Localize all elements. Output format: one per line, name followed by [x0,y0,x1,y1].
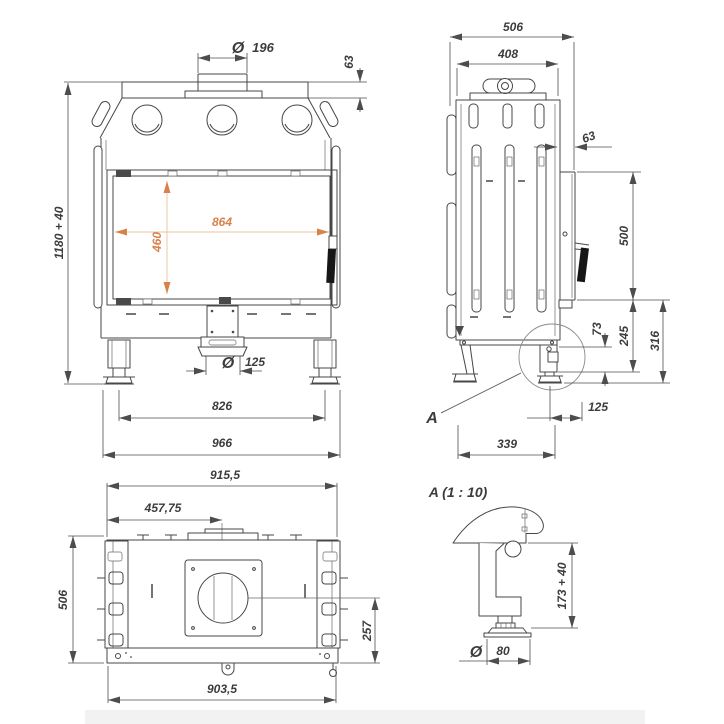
right-corner-vent [319,100,339,128]
door-gap: 63 [580,128,598,146]
overall-width: 966 [212,436,232,450]
base-diameter-symbol: Ø [470,644,483,661]
flue-pipe [184,73,263,98]
side-right-foot-bracket [537,344,563,384]
body-depth: 408 [497,47,518,61]
datum-arrow [455,326,464,336]
air-vent-circles [131,104,313,136]
base-width: 903,5 [207,682,237,696]
side-body [455,99,561,341]
lower-height: 245 [617,326,631,347]
front-view: Ø 196 63 [52,40,367,459]
detail-a-leader [440,372,522,414]
base-diameter-value: 80 [496,644,510,658]
page-edge-strip [85,710,645,724]
side-door-handle [576,247,589,283]
door-handle [326,235,338,284]
base-height: 316 [648,331,662,351]
detail-foot-bracket [478,543,522,617]
top-overall-depth: 506 [56,590,70,610]
bracket-height: 73 [590,322,604,336]
left-leg [103,339,135,385]
top-plate-height: 63 [342,55,356,69]
right-bracket-column [316,540,348,649]
detail-a-marker: A [425,410,438,427]
outlet-diameter-symbol: Ø [222,355,235,372]
flue-center-offset: 457,75 [144,501,182,515]
side-left-foot [452,344,478,383]
side-view: 506 408 [425,20,670,459]
lifting-eye [482,78,536,94]
air-outlet-box [197,305,248,357]
foot-offset: 125 [588,400,608,414]
detail-base-disc [483,632,532,638]
chain-ring [329,669,337,677]
top-edge-tabs [137,534,302,540]
detail-view-a: A (1 : 10) 173 + 40 Ø 80 [428,484,578,665]
adjustable-height: 173 + 40 [555,562,569,609]
left-bracket-column [97,540,129,649]
detail-cover-dome [452,506,544,544]
overall-height: 1180 + 40 [52,206,66,259]
feet-spacing: 826 [212,399,232,413]
outlet-diameter-value: 125 [245,355,265,369]
feet-depth: 339 [497,437,517,451]
detail-title: A (1 : 10) [428,484,488,500]
right-leg [309,339,341,385]
front-frame-bar [106,647,339,677]
door-height: 500 [617,226,631,246]
back-panel-strips [446,114,457,339]
detail-roller [504,540,522,558]
flue-to-front: 257 [360,620,374,642]
glass-width: 864 [212,215,232,229]
left-corner-vent [91,100,111,128]
detail-a-circle [518,323,586,391]
side-door [558,171,590,309]
glass-window [106,169,338,306]
left-side-rail [93,145,103,309]
top-overall-width: 915,5 [210,468,240,482]
side-vent-slots [468,103,547,318]
overall-depth: 506 [503,20,523,34]
glass-height: 460 [150,232,164,253]
top-view: 915,5 457,75 [56,468,380,704]
flue-diameter-symbol: Ø [232,40,245,57]
flue-diameter-value: 196 [252,40,274,55]
